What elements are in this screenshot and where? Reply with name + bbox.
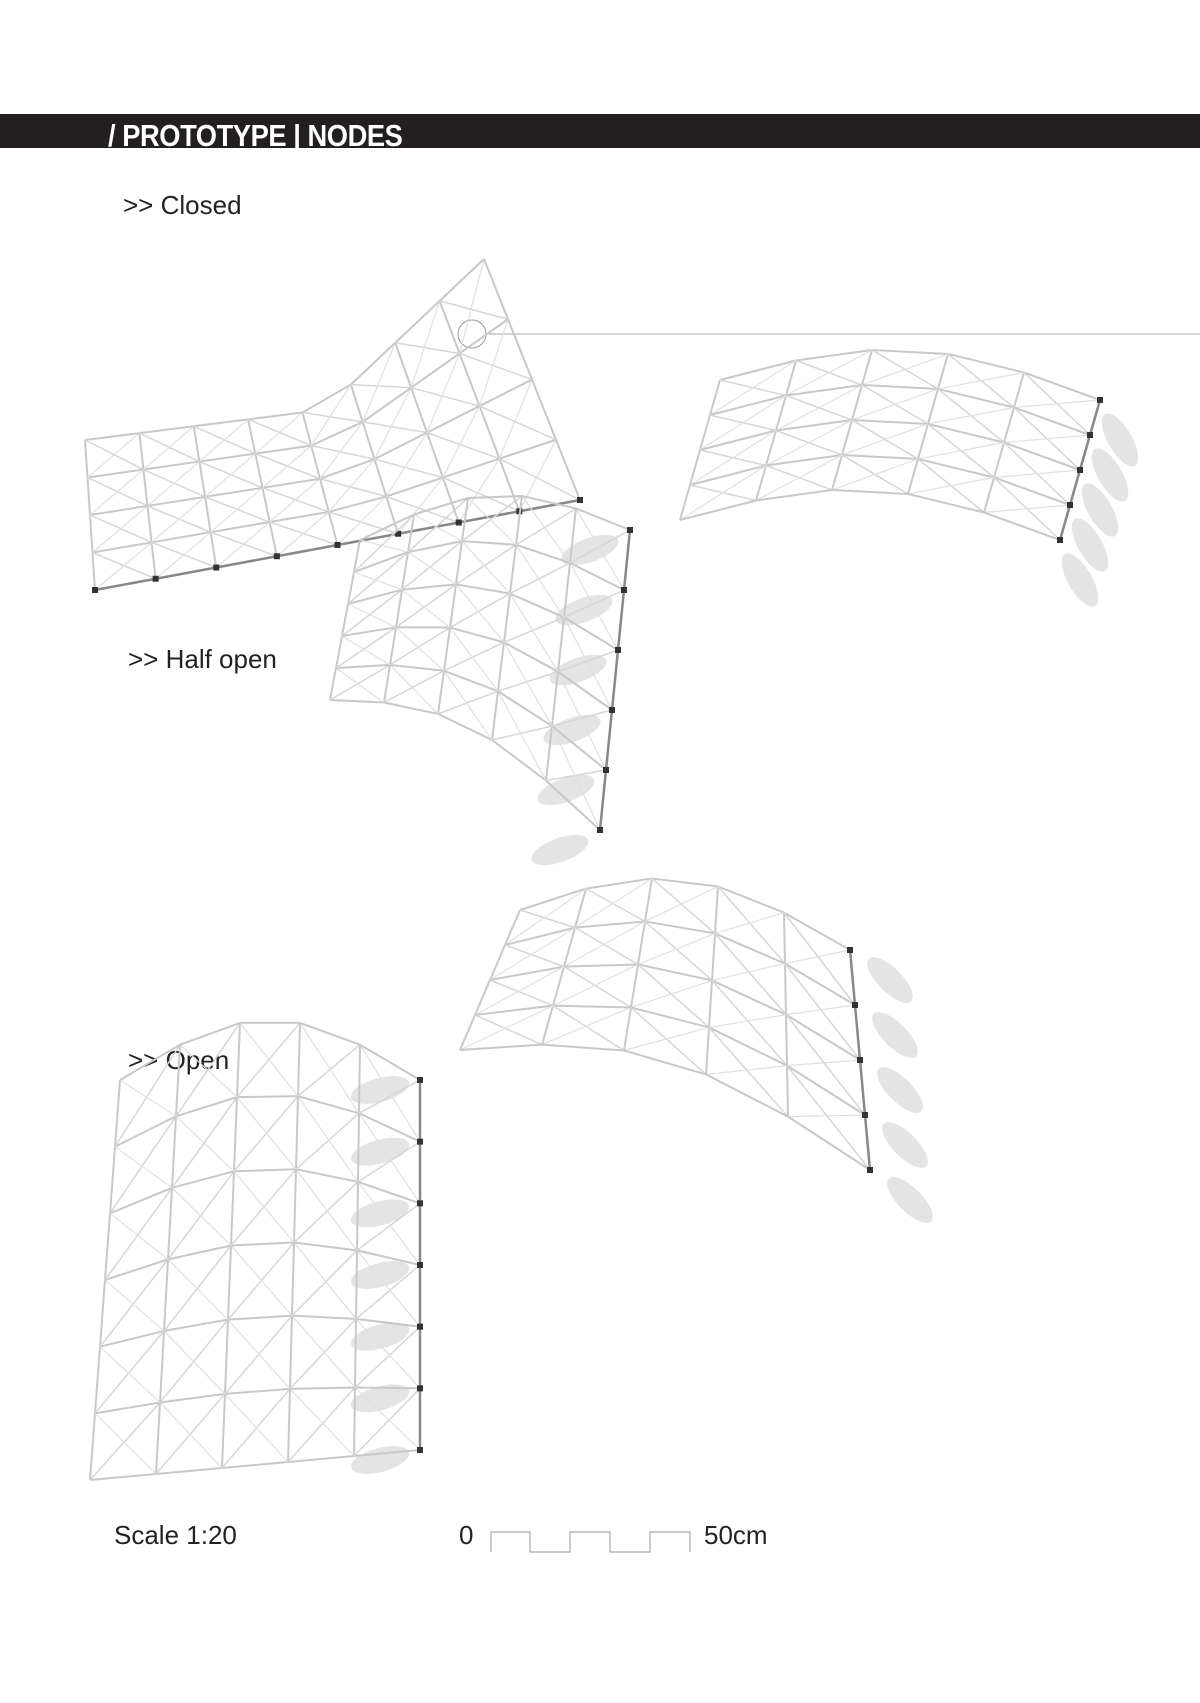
state-label-half-open: >> Half open — [128, 644, 277, 674]
scale-label: Scale 1:20 — [114, 1520, 237, 1550]
scale-bar — [490, 1531, 691, 1553]
open-structure — [89, 877, 933, 1481]
header-bar: / PROTOTYPE | NODES — [0, 114, 1200, 148]
state-label-closed: >> Closed — [123, 190, 242, 220]
page-title: / PROTOTYPE | NODES — [108, 118, 403, 148]
scale-end: 50cm — [704, 1520, 768, 1550]
scale-start: 0 — [459, 1520, 474, 1550]
half-open-structure — [329, 348, 1139, 866]
closed-structure — [84, 258, 583, 593]
